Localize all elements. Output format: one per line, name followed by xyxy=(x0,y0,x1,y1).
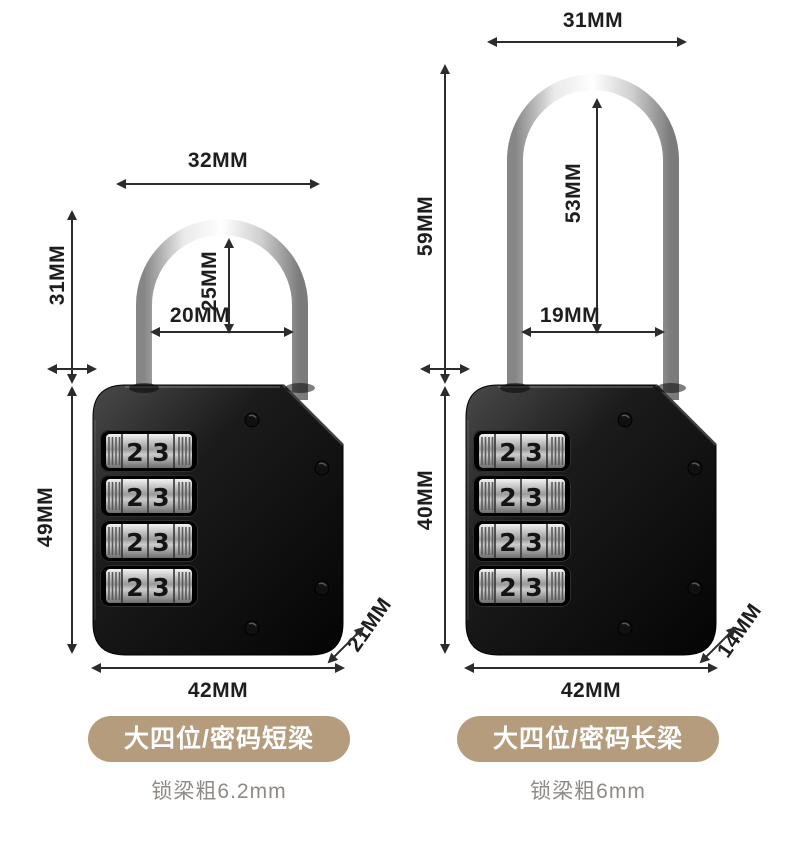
dim-body-width-label-right: 42MM xyxy=(560,679,622,702)
dial-digit: 3 xyxy=(152,573,169,602)
product-badge-right: 大四位/密码长梁 锁梁粗6mm xyxy=(457,716,719,805)
dim-inner-height-arrow-right xyxy=(592,98,602,334)
dial-digit: 3 xyxy=(152,528,169,557)
dial-rows: 2 3 2 3 2 3 2 3 xyxy=(99,429,199,608)
dial-digit: 3 xyxy=(525,483,542,512)
rivet xyxy=(687,460,703,476)
dim-body-width-arrow-left xyxy=(91,663,345,673)
dim-top-width-label-left: 32MM xyxy=(187,149,249,172)
dial-digit: 2 xyxy=(126,573,143,602)
dial-digit: 3 xyxy=(525,438,542,467)
dim-shackle-height-label-right: 59MM xyxy=(414,195,437,257)
dim-inner-width-label-left: 20MM xyxy=(169,304,231,327)
rivet xyxy=(617,412,633,428)
dial-digit: 2 xyxy=(499,483,516,512)
dial-digit: 3 xyxy=(525,528,542,557)
dial-rows: 2 3 2 3 2 3 2 3 xyxy=(472,429,572,608)
rivet xyxy=(314,460,330,476)
dim-body-width-arrow-right xyxy=(464,663,718,673)
padlock-long: 2 3 2 3 2 3 2 3 xyxy=(465,74,717,656)
dim-shackle-height-arrow-right xyxy=(440,64,450,384)
shackle xyxy=(136,219,308,400)
dim-body-height-label-right: 40MM xyxy=(414,469,437,531)
dial-digit: 3 xyxy=(525,573,542,602)
dial-digit: 2 xyxy=(126,438,143,467)
dim-body-height-arrow-left xyxy=(67,386,77,654)
dim-body-height-label-left: 49MM xyxy=(34,486,57,548)
product-badge-left: 大四位/密码短梁 锁梁粗6.2mm xyxy=(88,716,350,805)
dim-inner-width-arrow-left xyxy=(150,327,294,337)
rivet xyxy=(244,412,260,428)
dim-body-width-label-left: 42MM xyxy=(187,679,249,702)
shackle xyxy=(507,74,679,400)
dial-digit: 2 xyxy=(126,528,143,557)
rivet xyxy=(244,620,260,636)
badge-title-left: 大四位/密码短梁 xyxy=(88,716,350,762)
dim-inner-width-arrow-right xyxy=(521,327,665,337)
dial-digit: 3 xyxy=(152,438,169,467)
dim-shackle-height-arrow-left xyxy=(67,210,77,384)
dial-digit: 2 xyxy=(499,438,516,467)
dial-digit: 2 xyxy=(126,483,143,512)
dim-inner-height-label-right: 53MM xyxy=(562,162,585,224)
rivet xyxy=(687,580,703,596)
dim-inner-width-label-right: 19MM xyxy=(539,304,601,327)
dim-body-height-arrow-right xyxy=(440,386,450,654)
dim-inner-height-arrow-left xyxy=(224,238,234,334)
dim-top-width-arrow-left xyxy=(116,179,320,189)
dim-junction-arrow-left xyxy=(47,364,97,374)
badge-title-right: 大四位/密码长梁 xyxy=(457,716,719,762)
dial-digit: 2 xyxy=(499,573,516,602)
badge-subtitle-right: 锁梁粗6mm xyxy=(530,780,646,803)
rivet xyxy=(314,580,330,596)
dim-top-width-arrow-right xyxy=(487,37,687,47)
dial-digit: 2 xyxy=(499,528,516,557)
dial-digit: 3 xyxy=(152,483,169,512)
dim-junction-arrow-right xyxy=(420,364,470,374)
dim-shackle-height-label-left: 31MM xyxy=(46,244,69,306)
rivet xyxy=(617,620,633,636)
dim-top-width-label-right: 31MM xyxy=(562,9,624,32)
badge-subtitle-left: 锁梁粗6.2mm xyxy=(151,780,287,803)
padlock-short: 2 3 2 3 2 3 2 3 xyxy=(92,219,344,656)
